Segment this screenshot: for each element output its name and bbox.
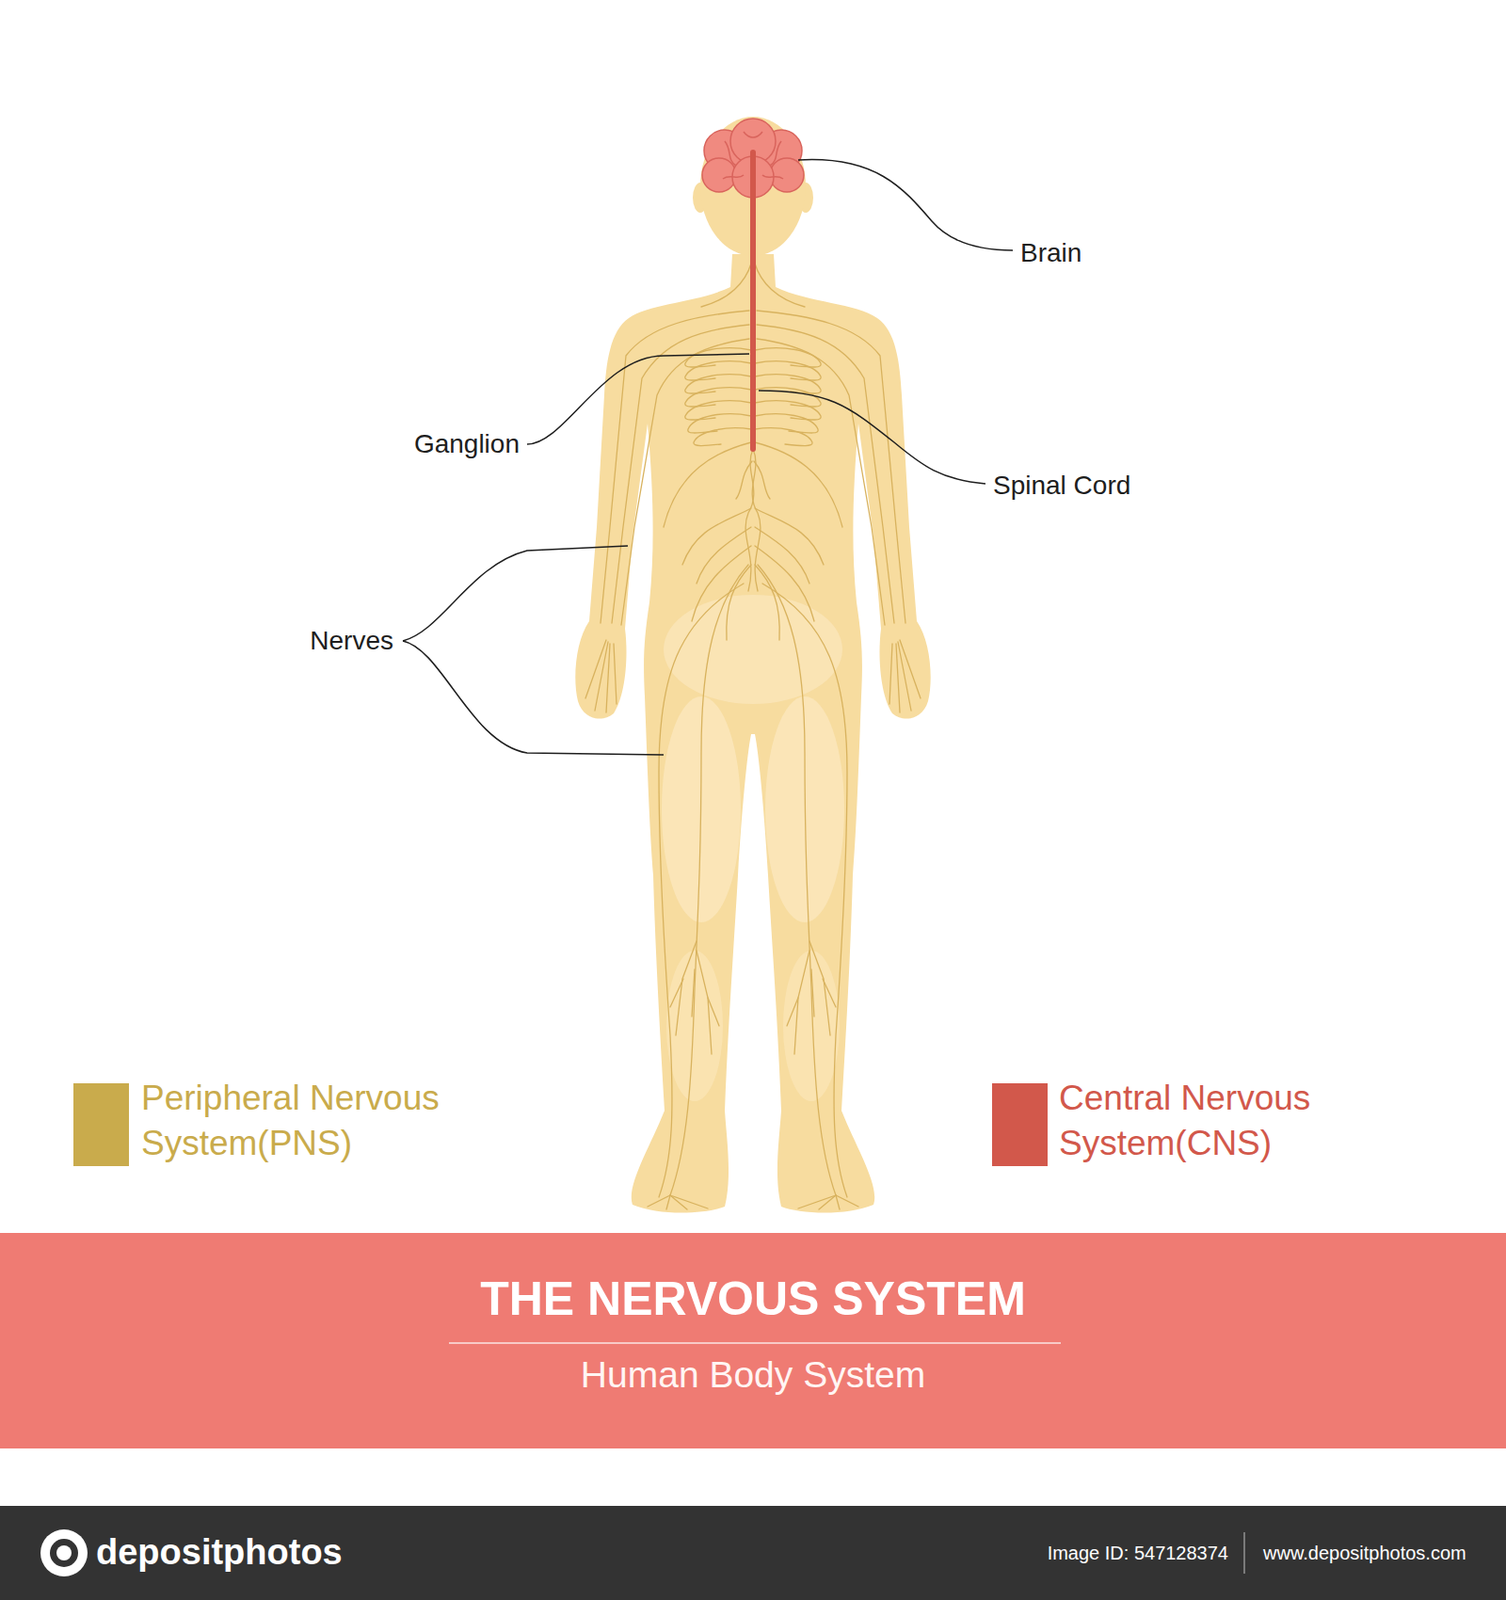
part-label: Brain (1020, 237, 1082, 270)
footer-separator (1244, 1532, 1246, 1574)
part-label: Ganglion (414, 428, 520, 461)
title-band (0, 1233, 1506, 1449)
part-label: Spinal Cord (993, 469, 1131, 502)
body-figure (575, 116, 930, 1214)
watermark-logo: depositphotos (96, 1531, 343, 1575)
diagram-title: THE NERVOUS SYSTEM (0, 1270, 1506, 1328)
image-id: Image ID: 547128374 (1047, 1541, 1229, 1565)
part-label: Nerves (309, 624, 394, 657)
logo-icon (40, 1529, 88, 1577)
diagram-caption: Human Body System (0, 1353, 1506, 1398)
legend-swatch (992, 1083, 1048, 1167)
legend-label: Peripheral Nervous System(PNS) (141, 1075, 556, 1167)
leader-lines (402, 160, 1013, 755)
legend-label: Central Nervous System(CNS) (1058, 1075, 1474, 1167)
website-url: www.depositphotos.com (1263, 1541, 1467, 1565)
title-rule (448, 1342, 1061, 1345)
legend-swatch (73, 1083, 129, 1167)
spinal-cord (750, 152, 756, 449)
